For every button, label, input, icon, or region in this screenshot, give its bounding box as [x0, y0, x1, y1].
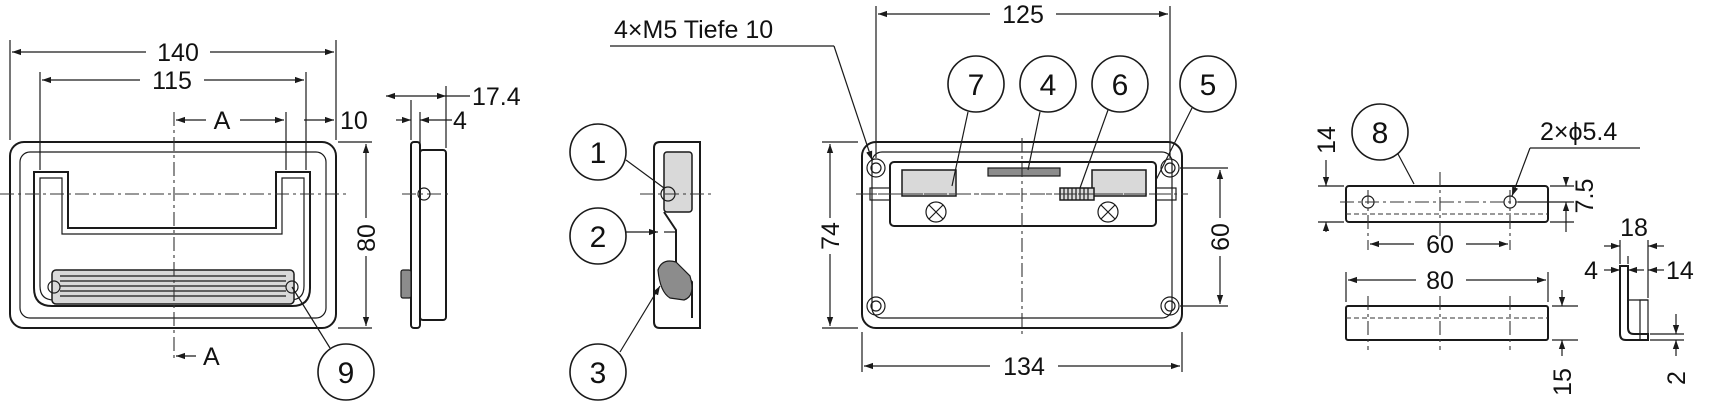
- bracket-view: 14 7.5 60 2×ϕ5.4 8: [1313, 103, 1640, 259]
- dim-front-offset: 10: [340, 107, 368, 135]
- dim-bracket-flange-left: 4: [1584, 257, 1598, 285]
- callout-9: 9: [338, 357, 355, 390]
- dim-front-width-inner: 115: [152, 67, 192, 95]
- dim-back-hole-vertical-pitch: 60: [1207, 223, 1235, 251]
- dim-back-height: 74: [817, 222, 845, 250]
- bracket-side-view: 18 4 14 2: [1584, 214, 1694, 385]
- bracket-holes-spec: 2×ϕ5.4: [1540, 118, 1617, 146]
- thread-spec: 4×M5 Tiefe 10: [614, 16, 773, 44]
- dim-bracket-flange-right: 14: [1666, 257, 1694, 285]
- bracket-front-view: 80 15: [1345, 267, 1578, 396]
- dim-bracket-hole-pitch: 60: [1426, 231, 1454, 259]
- dim-bracket-flange-height: 15: [1549, 368, 1577, 396]
- callout-2: 2: [590, 221, 607, 254]
- section-marker-top: A: [214, 107, 231, 135]
- callout-7: 7: [968, 69, 985, 102]
- dim-bracket-length: 80: [1426, 267, 1454, 295]
- dim-front-height: 80: [353, 224, 381, 252]
- callout-1: 1: [590, 137, 607, 170]
- dim-back-width: 134: [1003, 353, 1045, 381]
- dim-bracket-flange-width: 18: [1620, 214, 1648, 242]
- dim-bracket-hole-offset: 7.5: [1571, 179, 1599, 214]
- dim-back-hole-pitch: 125: [1002, 1, 1044, 29]
- dim-front-width-outer: 140: [157, 39, 199, 67]
- callout-4: 4: [1040, 69, 1057, 102]
- side-view: 17.4 4: [386, 83, 521, 329]
- callout-3: 3: [590, 357, 607, 390]
- section-marker-bottom: A: [203, 343, 220, 371]
- section-view: 1 2 3: [569, 123, 712, 401]
- dim-bracket-height: 14: [1313, 126, 1341, 154]
- callout-5: 5: [1200, 69, 1217, 102]
- callout-8: 8: [1372, 117, 1389, 150]
- back-view: 125 134 74 60 4×M5 Tiefe 10 7 4 6 5: [610, 1, 1237, 381]
- dim-side-thickness: 4: [453, 107, 467, 135]
- dim-bracket-thickness: 2: [1663, 371, 1691, 385]
- callout-6: 6: [1112, 69, 1129, 102]
- dim-side-depth: 17.4: [472, 83, 521, 111]
- front-view: 140 115 A 10 80 A 9: [0, 39, 381, 401]
